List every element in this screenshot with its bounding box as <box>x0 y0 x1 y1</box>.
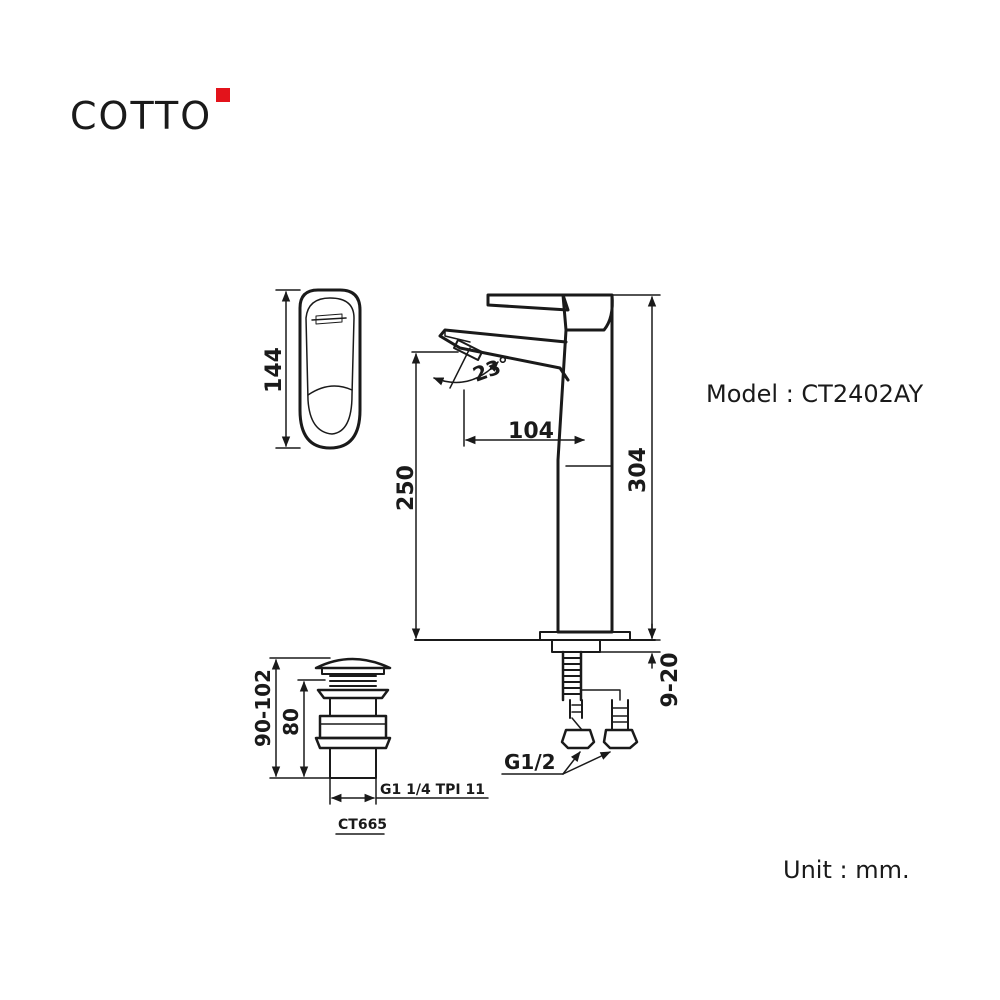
inlet-thread-leader <box>501 751 611 775</box>
waste-total-height-dimension <box>269 657 331 779</box>
waste-thread-label: G1 1/4 TPI 11 <box>380 782 485 798</box>
waste-body-height-dimension <box>297 679 326 778</box>
waste-total-height-label: 90-102 <box>251 669 275 747</box>
waste-body-height-label: 80 <box>279 708 303 736</box>
unit-label: Unit : mm. <box>783 856 910 884</box>
spout-angle-label: 23° <box>470 351 514 386</box>
spout-height-label: 250 <box>394 465 419 511</box>
faucet-side-view <box>414 293 656 750</box>
total-height-dimension <box>611 294 661 641</box>
total-height-label: 304 <box>626 447 651 493</box>
handle-height-dimension <box>275 289 301 449</box>
spout-reach-dimension <box>463 389 586 447</box>
logo-red-square-icon <box>216 88 230 102</box>
handle-height-label: 144 <box>262 347 287 393</box>
deck-thickness-label: 9-20 <box>658 652 683 707</box>
spout-height-dimension <box>411 351 459 640</box>
model-label: Model : CT2402AY <box>706 380 924 408</box>
waste-thread-dimension <box>329 777 489 805</box>
handle-top-view <box>298 288 362 450</box>
deck-thickness-dimension <box>599 623 661 669</box>
inlet-thread-label: G1/2 <box>504 750 556 774</box>
cotto-logo: COTTO <box>70 88 240 148</box>
waste-model-label: CT665 <box>338 817 387 833</box>
popup-waste-drawing <box>314 657 392 779</box>
logo-wordmark: COTTO <box>70 94 213 138</box>
spout-reach-label: 104 <box>508 419 554 444</box>
spout-angle-dimension <box>433 347 499 389</box>
